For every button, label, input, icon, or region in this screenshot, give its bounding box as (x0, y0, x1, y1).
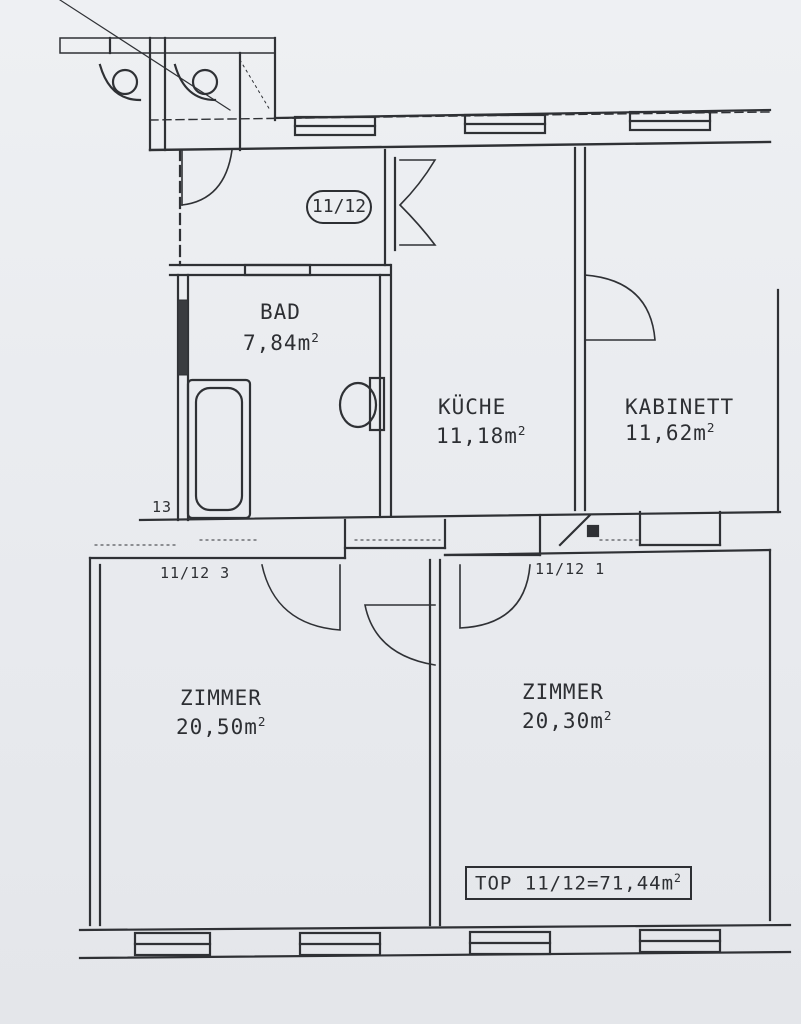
door-tag-zimmer-left: 11/12 3 (160, 564, 231, 582)
zimmer-walls (88, 548, 772, 927)
window-top-3 (628, 110, 712, 132)
total-area-box: TOP 11/12=71,44m2 (465, 866, 692, 901)
masonry-hatching (94, 59, 641, 546)
door-arcs (261, 564, 531, 666)
bathroom (168, 263, 393, 522)
room-area-zimmer-right: 20,30m2 (522, 708, 613, 733)
room-name-bad: BAD (260, 300, 301, 324)
room-area-kabinett: 11,62m2 (625, 420, 716, 445)
middle-wall (88, 510, 782, 560)
window-bottom-2 (298, 931, 382, 957)
toilet (338, 381, 378, 429)
room-name-zimmer-left: ZIMMER (180, 686, 262, 710)
unit-tag: 11/12 (306, 190, 372, 224)
pencil-line (59, 0, 231, 111)
room-area-zimmer-left: 20,50m2 (176, 714, 267, 739)
kitchen-kabinett-wall (573, 146, 780, 514)
service-shaft (59, 36, 277, 152)
window-bottom-3 (468, 930, 552, 956)
room-area-kueche: 11,18m2 (436, 423, 527, 448)
room-name-kabinett: KABINETT (625, 395, 735, 419)
window-bottom-1 (133, 931, 212, 957)
wall-number-tag: 13 (152, 498, 173, 516)
door-tag-zimmer-right: 11/12 1 (535, 560, 606, 578)
window-top-1 (293, 115, 377, 137)
room-name-kueche: KÜCHE (438, 395, 507, 419)
bathtub (186, 378, 252, 520)
hallway (178, 148, 437, 267)
room-area-bad: 7,84m2 (243, 330, 320, 355)
window-top-2 (463, 113, 547, 135)
room-name-zimmer-right: ZIMMER (522, 680, 604, 704)
window-bottom-4 (638, 928, 722, 954)
